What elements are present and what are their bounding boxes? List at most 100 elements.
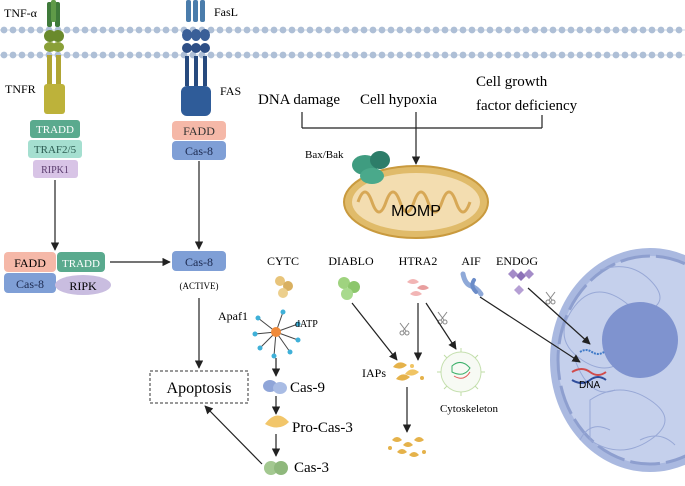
membrane-lipid [162, 51, 170, 59]
membrane-lipid [72, 51, 80, 59]
membrane-lipid [63, 51, 71, 59]
membrane-lipid [504, 26, 512, 34]
cytc-label: CYTC [267, 254, 299, 268]
membrane-lipid [549, 26, 557, 34]
membrane-lipid [396, 51, 404, 59]
membrane-lipid [351, 26, 359, 34]
membrane-lipid [387, 51, 395, 59]
fas-receptor-icon [181, 0, 211, 116]
cas8-box [172, 141, 226, 160]
datp-label: dATP [295, 319, 318, 330]
membrane-lipid [297, 26, 305, 34]
traf-label: TRAF2/5 [34, 144, 77, 156]
membrane-lipid [567, 26, 575, 34]
ripk1-box [33, 160, 78, 178]
membrane-lipid [342, 51, 350, 59]
membrane-lipid [378, 51, 386, 59]
nucleus [550, 248, 685, 472]
membrane-lipid [387, 26, 395, 34]
membrane-lipid [153, 51, 161, 59]
membrane-lipid [36, 51, 44, 59]
membrane-lipid [369, 26, 377, 34]
tradd-box [30, 120, 80, 138]
membrane-lipid [288, 26, 296, 34]
membrane-lipid [657, 51, 665, 59]
cytoskeleton-label: Cytoskeleton [440, 403, 499, 415]
membrane-lipid [558, 51, 566, 59]
membrane-lipid [144, 26, 152, 34]
membrane-lipid [531, 26, 539, 34]
membrane-lipid [432, 26, 440, 34]
membrane-lipid [36, 26, 44, 34]
tradd-label: TRADD [36, 124, 74, 136]
membrane-lipid [153, 26, 161, 34]
membrane-lipid [405, 26, 413, 34]
membrane-lipid [315, 51, 323, 59]
pro-cas3-icon [265, 415, 289, 428]
membrane-lipid [279, 51, 287, 59]
htra2-label: HTRA2 [399, 254, 438, 268]
membrane-lipid [675, 26, 683, 34]
membrane-lipid [423, 51, 431, 59]
membrane-lipid [423, 26, 431, 34]
membrane-lipid [594, 51, 602, 59]
fasl-label: FasL [214, 5, 238, 19]
dna-label: DNA [579, 380, 600, 391]
cas3-label: Cas-3 [294, 460, 329, 476]
membrane-lipid [0, 51, 8, 59]
membrane-lipid [675, 51, 683, 59]
bax-bak-label: Bax/Bak [305, 149, 344, 161]
fas-label: FAS [220, 84, 241, 98]
mitochondrion [343, 165, 489, 239]
membrane-lipid [207, 51, 215, 59]
factor-deficiency-label: factor deficiency [476, 98, 578, 114]
membrane-lipid [135, 51, 143, 59]
cytc-protein-icon [275, 276, 293, 298]
membrane-lipid [612, 51, 620, 59]
membrane-lipid [135, 26, 143, 34]
htra2-protein-icon [407, 279, 429, 296]
membrane-lipid [513, 26, 521, 34]
membrane-lipid [522, 51, 530, 59]
membrane-lipid [567, 51, 575, 59]
complex-fadd-label: FADD [14, 256, 46, 270]
membrane-lipid [279, 26, 287, 34]
membrane-lipid [117, 51, 125, 59]
endog-label: ENDOG [496, 254, 538, 268]
membrane-lipid [81, 51, 89, 59]
membrane-lipid [126, 51, 134, 59]
membrane-lipid [360, 51, 368, 59]
degraded-iaps-icon [388, 437, 426, 457]
membrane-lipid [9, 51, 17, 59]
membrane-lipid [18, 51, 26, 59]
membrane-lipid [576, 26, 584, 34]
membrane-lipid [261, 51, 269, 59]
membrane-lipid [450, 26, 458, 34]
membrane-lipid [531, 51, 539, 59]
momp-label: MOMP [391, 203, 441, 220]
membrane-lipid [648, 51, 656, 59]
membrane-lipid [297, 51, 305, 59]
membrane-lipid [486, 26, 494, 34]
membrane-lipid [342, 26, 350, 34]
membrane-lipid [324, 51, 332, 59]
membrane-lipid [594, 26, 602, 34]
membrane-lipid [207, 26, 215, 34]
membrane-lipid [9, 26, 17, 34]
membrane-lipid [171, 51, 179, 59]
membrane-lipid [513, 51, 521, 59]
cas8-label: Cas-8 [185, 144, 213, 158]
endog-protein-icon [508, 269, 534, 295]
iaps-icon [393, 362, 424, 381]
membrane-lipid [369, 51, 377, 59]
cas9-icon [263, 380, 287, 394]
membrane-lipid [630, 26, 638, 34]
membrane-lipid [27, 51, 35, 59]
membrane-lipid [108, 26, 116, 34]
pro-cas3-label: Pro-Cas-3 [292, 420, 353, 436]
traf-box [28, 140, 82, 158]
membrane-lipid [288, 51, 296, 59]
membrane-lipid [225, 51, 233, 59]
complex-ripk-label: RIPK [69, 279, 97, 293]
membrane-lipid [0, 26, 8, 34]
